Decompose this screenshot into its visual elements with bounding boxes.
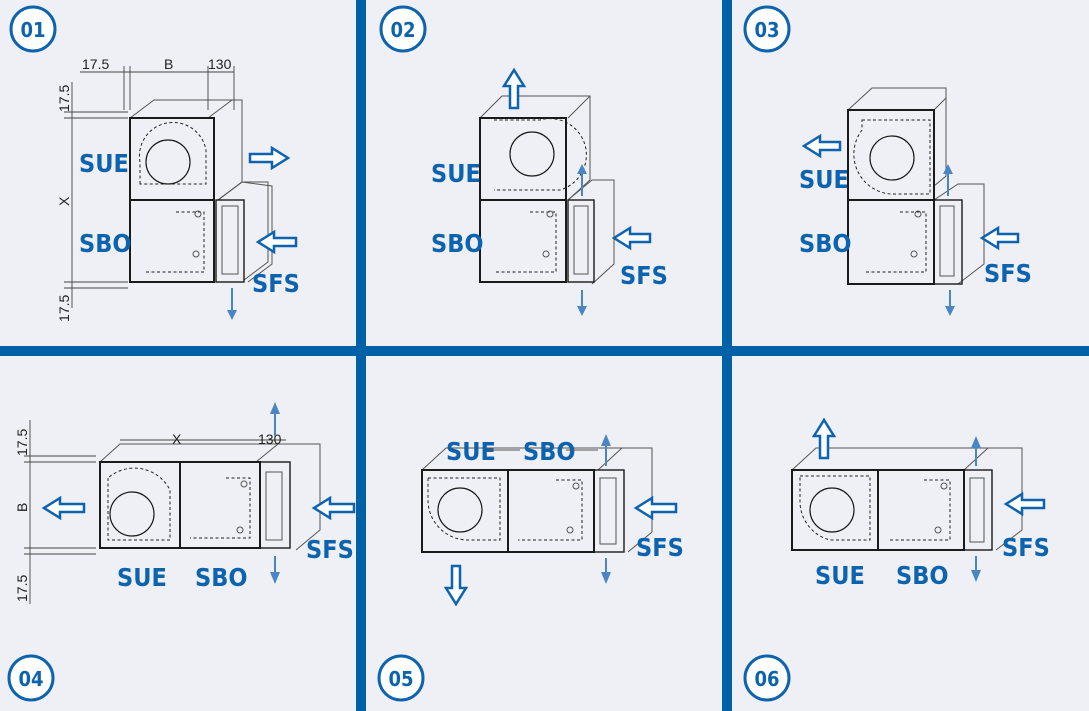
dim-width: B xyxy=(164,56,173,72)
label-sbo: SBO xyxy=(431,229,483,258)
label-sue: SUE xyxy=(446,437,496,466)
label-sue: SUE xyxy=(117,563,167,592)
airflow-in-arrow xyxy=(311,495,356,521)
panel-number: 02 xyxy=(390,18,415,42)
label-sbo: SBO xyxy=(799,229,851,258)
label-sfs: SFS xyxy=(636,533,684,562)
label-sfs: SFS xyxy=(984,259,1032,288)
airflow-out-arrow xyxy=(41,495,86,521)
panel-badge xyxy=(377,654,425,702)
panel-04: X 130 17.5 B 17.5 SUE SBO SFS 04 xyxy=(7,402,356,702)
panel-02: 02 SUE SBO SFS xyxy=(379,5,668,316)
label-sue: SUE xyxy=(431,159,481,188)
label-sbo: SBO xyxy=(896,561,948,590)
panel-number: 03 xyxy=(754,18,779,42)
dim-side-top: 17.5 xyxy=(56,85,72,112)
dim-side-top: 17.5 xyxy=(14,429,30,456)
airflow-in-arrow xyxy=(633,495,678,521)
label-sue: SUE xyxy=(799,165,849,194)
dim-right: 130 xyxy=(208,56,232,72)
airflow-out-arrow xyxy=(501,67,527,110)
panel-03: 03 SUE SBO SFS xyxy=(743,5,1032,316)
label-sfs: SFS xyxy=(620,261,668,290)
panel-badge xyxy=(9,5,57,53)
panel-number: 06 xyxy=(754,667,779,691)
panel-number: 04 xyxy=(18,667,43,691)
label-sbo: SBO xyxy=(79,229,131,258)
panel-badge xyxy=(743,5,791,53)
label-sue: SUE xyxy=(79,149,129,178)
airflow-in-arrow xyxy=(979,225,1020,251)
panel-01: 01 17.5 B 130 17.5 X 17.5 SUE SBO SFS xyxy=(9,5,300,322)
panel-05: SUE SBO SFS 05 xyxy=(377,434,684,702)
dim-length: X xyxy=(172,431,182,447)
label-sfs: SFS xyxy=(252,269,300,298)
airflow-out-arrow xyxy=(801,133,842,159)
panel-number: 05 xyxy=(388,667,413,691)
airflow-in-arrow xyxy=(611,225,652,251)
dim-top-offset: 17.5 xyxy=(82,56,109,72)
panel-badge xyxy=(379,5,427,53)
horizontal-divider xyxy=(0,346,1089,356)
airflow-out-arrow xyxy=(811,417,837,460)
airflow-out-arrow xyxy=(248,145,291,171)
label-sue: SUE xyxy=(815,561,865,590)
dim-side-bottom: 17.5 xyxy=(14,575,30,602)
panel-badge xyxy=(7,654,55,702)
label-sfs: SFS xyxy=(306,535,354,564)
panel-number: 01 xyxy=(20,18,45,42)
dim-height: X xyxy=(56,196,72,206)
panel-badge xyxy=(743,654,791,702)
label-sbo: SBO xyxy=(195,563,247,592)
label-sfs: SFS xyxy=(1002,533,1050,562)
airflow-in-arrow xyxy=(1003,491,1046,517)
panel-06: SUE SBO SFS 06 xyxy=(743,417,1050,702)
dim-side-bottom: 17.5 xyxy=(56,295,72,322)
label-sbo: SBO xyxy=(523,437,575,466)
dim-right: 130 xyxy=(258,431,282,447)
airflow-out-arrow xyxy=(443,564,469,607)
airflow-in-arrow xyxy=(255,229,298,255)
dim-width: B xyxy=(14,503,30,512)
